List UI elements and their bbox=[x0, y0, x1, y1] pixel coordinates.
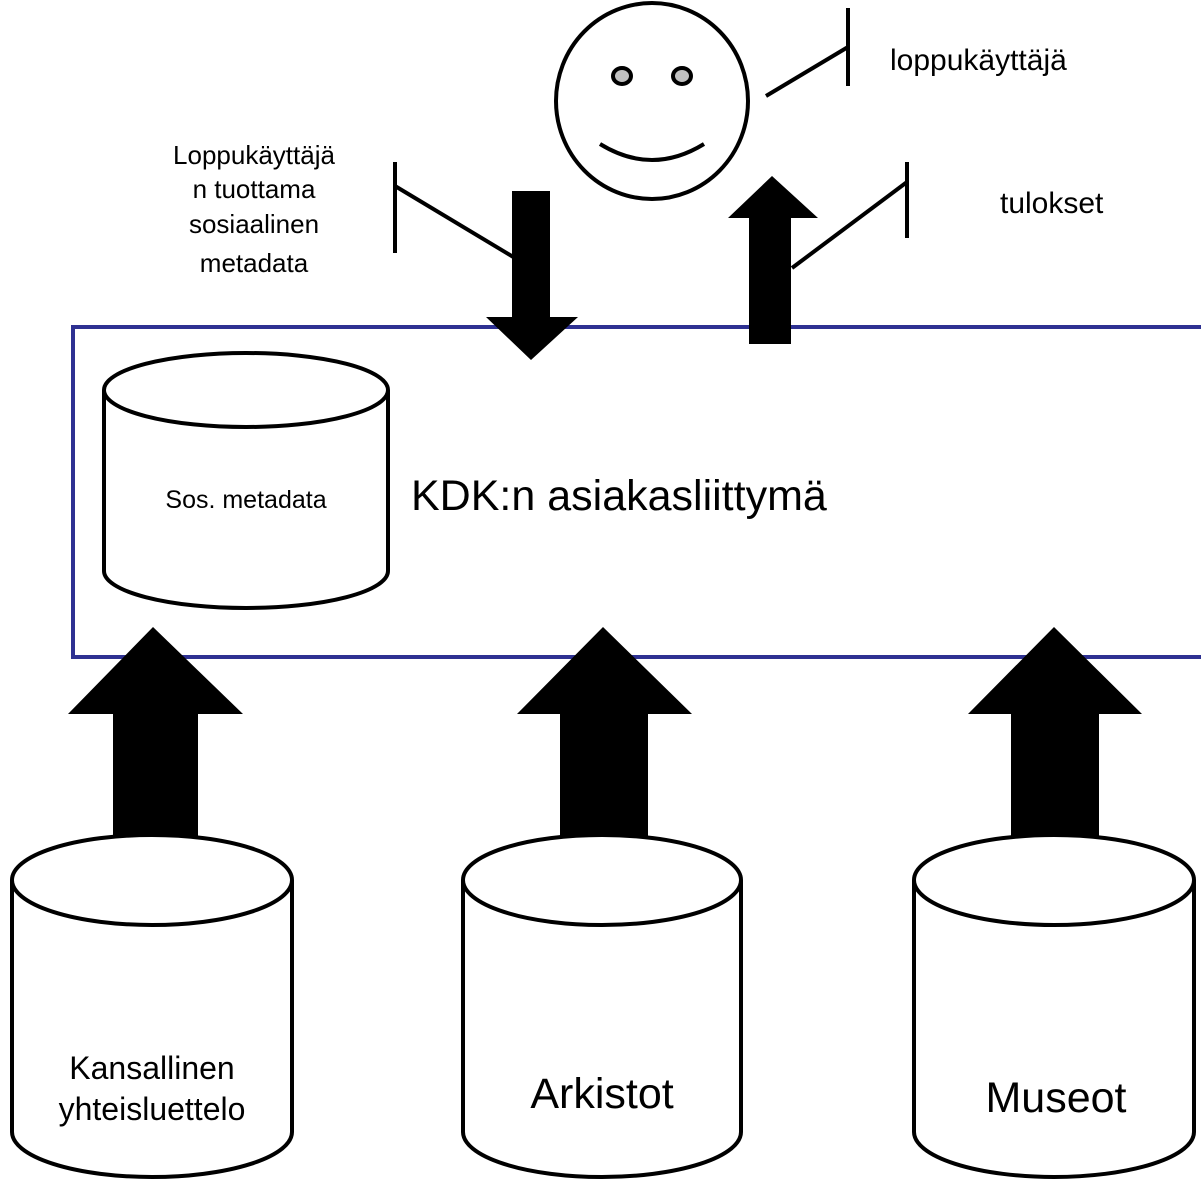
callout-results bbox=[790, 162, 909, 270]
museums-cylinder-icon bbox=[912, 833, 1196, 1179]
label-museums: Museot bbox=[985, 1074, 1126, 1122]
label-user-metadata-line-4: metadata bbox=[200, 248, 309, 278]
label-user-metadata-line-3: sosiaalinen bbox=[189, 209, 319, 239]
interface-box bbox=[71, 325, 1201, 659]
label-results: tulokset bbox=[1000, 187, 1104, 220]
end-user-smiley-icon bbox=[554, 1, 750, 201]
callout-end-user bbox=[764, 8, 850, 98]
up-arrow-union-catalog-icon bbox=[68, 627, 243, 930]
label-interface: KDK:n asiakasliittymä bbox=[411, 472, 827, 520]
social-metadata-cylinder-icon bbox=[102, 351, 390, 610]
label-user-metadata: Loppukäyttäjä n tuottama sosiaalinen met… bbox=[173, 140, 335, 278]
label-union-catalog: Kansallinen yhteisluettelo bbox=[59, 1050, 246, 1127]
label-user-metadata-line-1: Loppukäyttäjä bbox=[173, 140, 335, 170]
union-catalog-cylinder-icon bbox=[10, 833, 294, 1179]
label-union-catalog-line-2: yhteisluettelo bbox=[59, 1091, 246, 1127]
up-arrow-icon bbox=[728, 176, 818, 344]
label-union-catalog-line-1: Kansallinen bbox=[69, 1050, 234, 1086]
label-social-metadata-db: Sos. metadata bbox=[165, 486, 326, 514]
down-arrow-icon bbox=[486, 191, 578, 360]
archives-cylinder-icon bbox=[461, 833, 743, 1179]
label-user-metadata-line-2: n tuottama bbox=[193, 174, 316, 204]
label-end-user: loppukäyttäjä bbox=[890, 44, 1067, 77]
callout-user-metadata bbox=[393, 162, 517, 260]
label-archives: Arkistot bbox=[530, 1070, 673, 1118]
